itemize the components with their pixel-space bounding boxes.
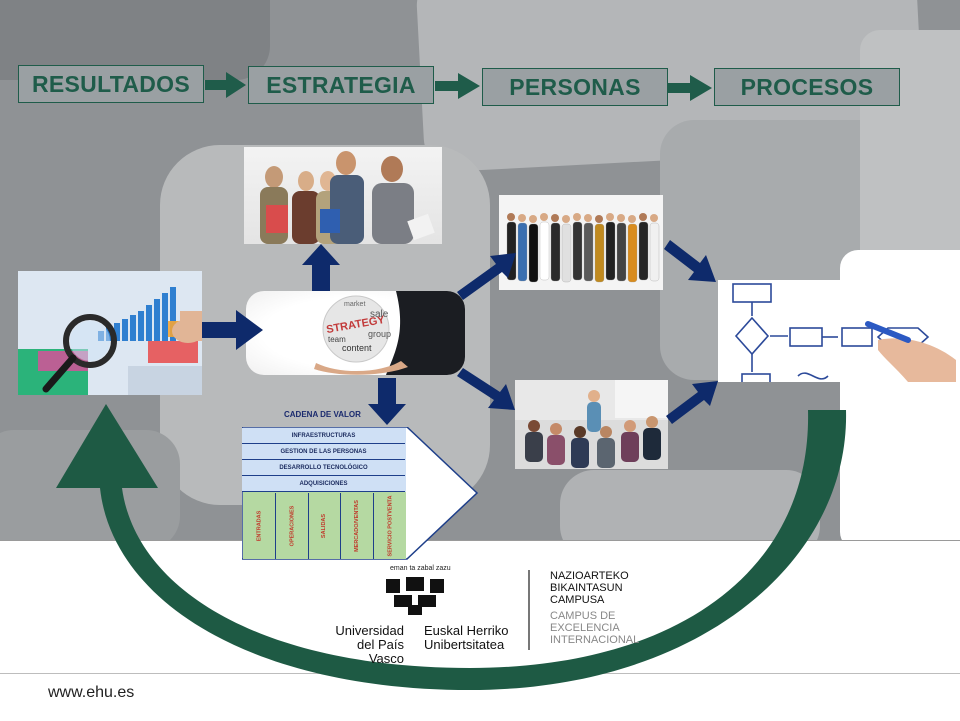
university-motto: eman ta zabal zazu [390,565,451,572]
report-bar [122,319,128,341]
university-name-eu-line1: Euskal Herriko [424,623,509,638]
worker-body [605,221,616,281]
university-name-es-line1: Universidad [335,623,404,638]
value-chain-support-row: ADQUISICIONES [242,476,405,492]
worker-head [639,213,647,221]
campus-eu-line2: BIKAINTASUN [550,582,623,594]
university-emblem-icon [386,577,444,615]
value-chain-primary-col: SALIDAS [309,493,341,559]
right-arrow-icon [202,310,263,350]
campus-es-line2: EXCELENCIA [550,622,620,634]
flow-arrow-icon [435,73,480,99]
strategy-globe-photo: STRATEGY sale team content group market [246,291,465,375]
worker-body [638,221,649,281]
worker-head [595,215,603,223]
worker-head [507,213,515,221]
university-name-eu: Euskal Herriko Unibertsitatea [424,624,509,652]
worker-body [594,223,605,283]
worker-head [606,213,614,221]
worker-body [616,222,627,282]
diagonal-down-arrow-icon [457,368,515,410]
campus-es-line3: INTERNACIONAL [550,634,640,646]
globe-word: market [344,301,366,308]
worker-body [572,221,583,281]
worker-head [617,214,625,222]
step-box-resultados: RESULTADOS [18,65,204,103]
worker-body [561,223,572,283]
diagonal-down-arrow-icon [664,240,716,282]
flow-arrows [205,72,712,101]
value-chain-title: CADENA DE VALOR [284,410,361,419]
workforce-photo [499,195,663,290]
step-box-estrategia: ESTRATEGIA [248,66,434,104]
value-chain-support-row: INFRAESTRUCTURAS [242,428,405,444]
workforce-people-image [506,213,660,283]
value-chain-support-row: GESTION DE LAS PERSONAS [242,444,405,460]
value-chain-primary-col: MERCADO/VENTAS [341,493,374,559]
campus-es-line1: CAMPUS DE [550,610,616,622]
website-url[interactable]: www.ehu.es [48,684,135,701]
university-name-eu-line2: Unibertsitatea [424,637,505,652]
report-bar [146,305,152,341]
report-bar [114,323,120,341]
campus-eu-line1: NAZIOARTEKO [550,570,629,582]
worker-head [650,214,658,222]
report-bar [138,311,144,341]
worker-body [627,223,638,283]
globe-word: content [342,343,372,353]
worker-body [583,222,594,282]
meeting-photo [515,380,668,469]
worker-head [573,213,581,221]
worker-body [539,221,550,281]
report-bar [162,293,168,341]
meeting-image [515,380,668,468]
university-name-es-line2: del País Vasco [357,637,404,666]
value-chain-support-row: DESARROLLO TECNOLÓGICO [242,460,405,476]
globe-word: group [368,329,392,339]
team-photo [244,147,442,244]
worker-head [518,214,526,222]
worker-head [628,215,636,223]
process-arrows [202,240,718,425]
worker-body [550,222,561,282]
worker-head [551,214,559,222]
flowchart-photo [718,280,956,382]
step-box-personas: PERSONAS [482,68,668,106]
worker-body [649,222,660,282]
worker-body [528,223,539,283]
globe-word: team [328,335,346,344]
worker-head [540,213,548,221]
flowchart-sketch-image [732,283,956,382]
campus-eu-line3: CAMPUSA [550,594,605,606]
diagonal-up-arrow-icon [666,381,718,424]
down-arrow-icon [368,378,406,425]
value-chain-primary-col: OPERACIONES [276,493,309,559]
worker-head [584,214,592,222]
report-bar [106,327,112,341]
strategy-globe-image [314,291,465,375]
value-chain-primary-col: ENTRADAS [243,493,276,559]
worker-body [517,222,528,282]
chart-report-image [18,271,202,395]
flow-arrow-icon [205,72,246,98]
team-people-image [260,151,435,244]
value-chain-primary-col: SERVICIO POSTVENTA [374,493,406,559]
report-bar [170,287,176,341]
flow-arrow-icon [668,75,712,101]
report-bar [130,315,136,341]
campus-excellence-block: NAZIOARTEKO BIKAINTASUN CAMPUSA CAMPUS D… [550,570,639,646]
up-arrow-icon [302,244,340,291]
campus-divider [528,570,530,650]
worker-head [562,215,570,223]
globe-word: sale [370,309,389,320]
diagonal-up-arrow-icon [457,253,516,300]
university-name-es: Universidad del País Vasco [332,624,404,666]
step-box-procesos: PROCESOS [714,68,900,106]
report-bar [154,299,160,341]
value-chain-diagram: INFRAESTRUCTURAS GESTION DE LAS PERSONAS… [242,427,482,560]
worker-head [529,215,537,223]
data-analysis-photo [18,271,202,395]
